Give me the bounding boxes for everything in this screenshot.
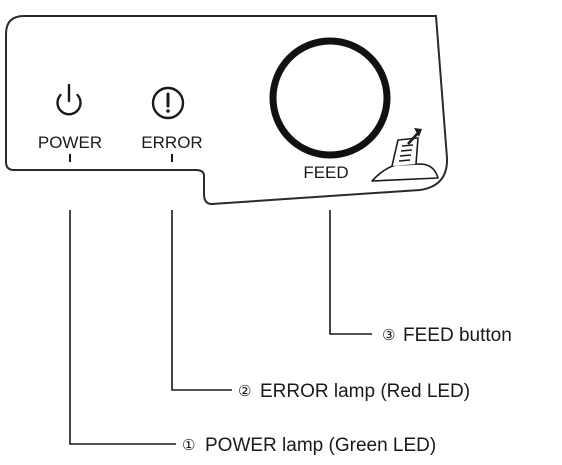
power-leader-line <box>69 210 176 445</box>
error-callout-text: ERROR lamp (Red LED) <box>260 381 470 402</box>
power-callout-text: POWER lamp (Green LED) <box>205 435 436 456</box>
error-callout-number: ② <box>238 383 251 400</box>
paper-feed-icon <box>371 128 439 182</box>
feed-label: FEED <box>303 163 348 182</box>
feed-button[interactable] <box>269 37 391 159</box>
feed-callout-text: FEED button <box>403 325 512 346</box>
exclamation-circle-icon <box>151 86 185 120</box>
error-label: ERROR <box>141 133 202 152</box>
error-leader-line <box>171 210 232 391</box>
power-label: POWER <box>38 133 102 152</box>
power-icon <box>56 83 82 116</box>
power-callout-number: ① <box>182 437 195 454</box>
feed-callout-number: ③ <box>382 327 395 344</box>
feed-leader-line <box>329 210 372 335</box>
